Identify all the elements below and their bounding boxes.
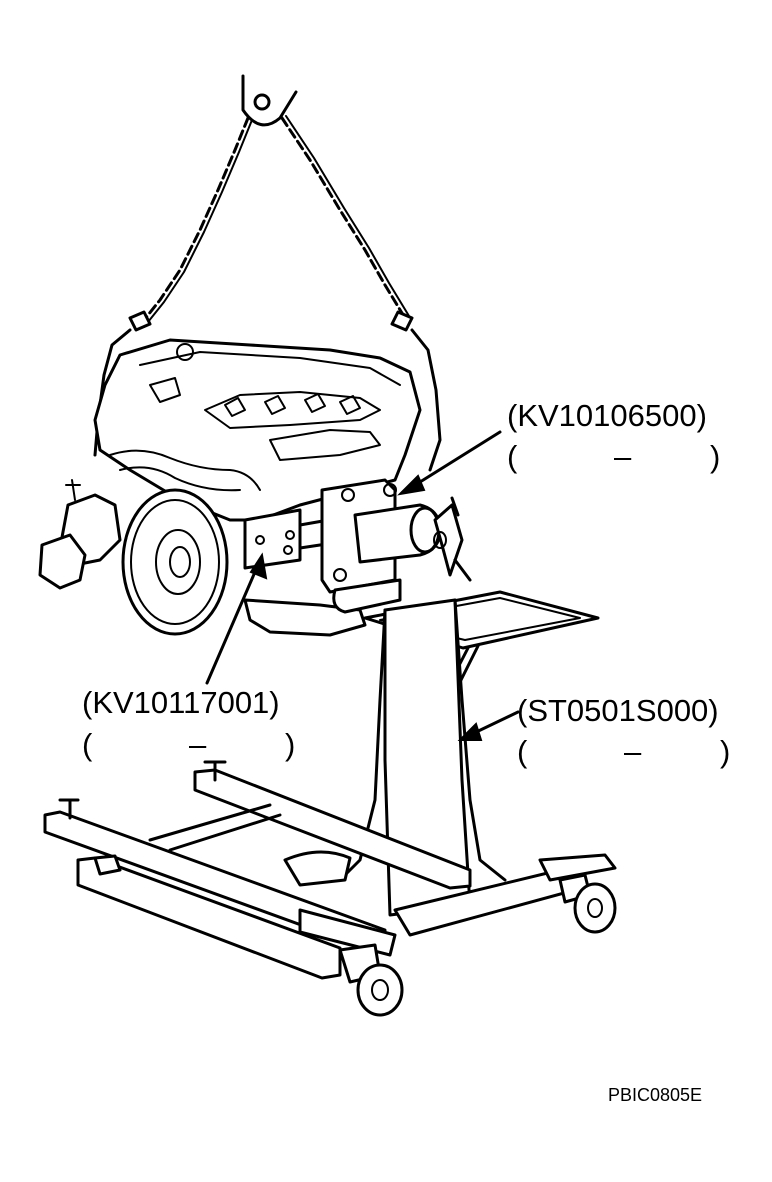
- chain-hook-right: [390, 310, 414, 332]
- callout-kv10117001-dash: –: [189, 727, 207, 762]
- callout-kv10117001-close: ): [285, 727, 296, 762]
- callout-st0501s000-name-row: ( – ): [517, 736, 737, 770]
- stand-lower-arm: [332, 578, 402, 614]
- callout-kv10117001-code: (KV10117001): [82, 685, 280, 720]
- callout-kv10117001-open: (: [82, 727, 93, 762]
- flywheel: [121, 488, 229, 636]
- callout-kv10106500-open: (: [507, 439, 518, 474]
- figure-id: PBIC0805E: [608, 1085, 703, 1105]
- engine-block: [93, 338, 422, 522]
- callout-kv10106500-code: (KV10106500): [507, 398, 707, 433]
- caster-right: [538, 853, 617, 934]
- leader-arrow-st0501s000: [457, 710, 520, 741]
- callout-st0501s000-close: ): [720, 734, 731, 769]
- leader-arrow-kv10117001: [205, 552, 268, 685]
- lifting-chain-right: [280, 115, 410, 320]
- chain-hook-left: [128, 310, 152, 332]
- caster-front: [338, 943, 404, 1017]
- callout-kv10106500-dash: –: [614, 439, 632, 474]
- stand-column: [338, 598, 507, 917]
- engine-left-mount: [38, 479, 122, 590]
- hoist-hook: [241, 74, 298, 127]
- lift-bracket-right: [410, 328, 442, 472]
- callout-st0501s000-dash: –: [624, 734, 642, 769]
- callout-st0501s000-code: (ST0501S000): [517, 693, 719, 728]
- callout-st0501s000-open: (: [517, 734, 528, 769]
- stand-mounting-head: [320, 478, 472, 594]
- callout-kv10106500-close: ): [710, 439, 721, 474]
- oil-pan: [243, 598, 367, 637]
- engine-attachment-bracket: [243, 508, 342, 570]
- caster-rear: [93, 854, 122, 876]
- callout-kv10117001-name-row: ( – ): [82, 729, 302, 763]
- stand-base-frame: [43, 760, 577, 980]
- leader-arrow-kv10106500: [397, 430, 502, 496]
- lifting-chain-left: [138, 116, 253, 328]
- callout-kv10106500-name-row: ( – ): [507, 441, 727, 475]
